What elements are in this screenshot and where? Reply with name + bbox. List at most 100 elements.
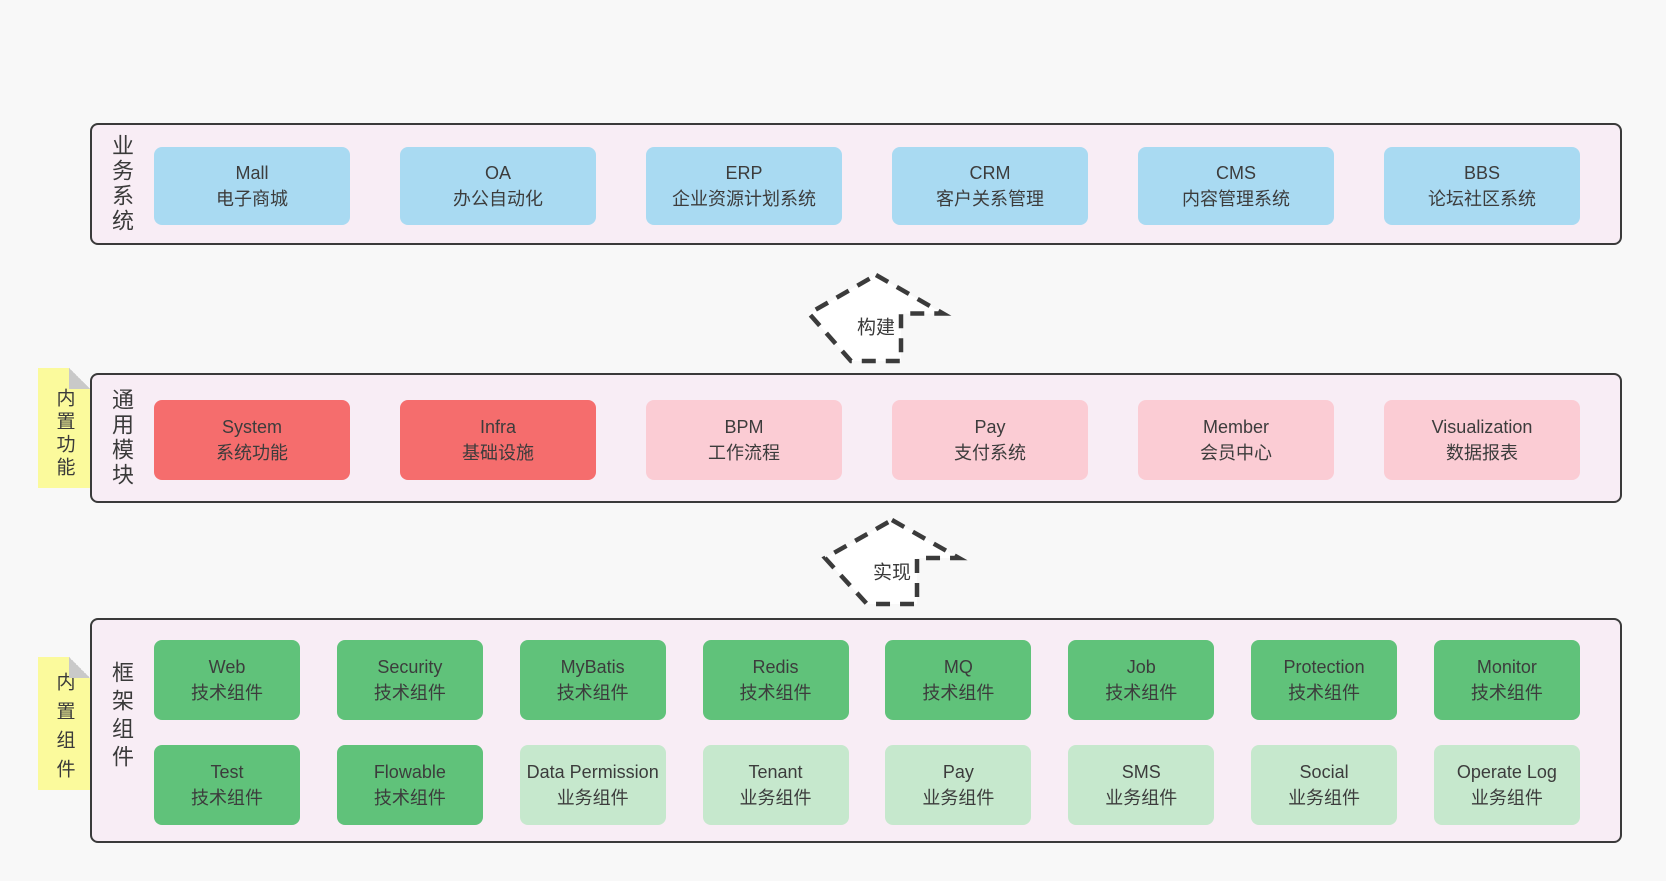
box-subtitle: 业务组件 — [1470, 788, 1543, 808]
box-pay-component: Pay 业务组件 — [885, 745, 1032, 825]
box-subtitle: 业务组件 — [556, 788, 629, 808]
box-subtitle: 技术组件 — [922, 683, 995, 703]
box-subtitle: 系统功能 — [216, 443, 288, 463]
note-fold-corner-icon — [69, 368, 90, 389]
note-fold-corner-icon — [69, 657, 90, 678]
box-title: Social — [1299, 762, 1349, 782]
box-subtitle: 电子商城 — [216, 189, 288, 209]
box-subtitle: 客户关系管理 — [936, 189, 1044, 209]
box-subtitle: 论坛社区系统 — [1428, 189, 1536, 209]
business-systems-label: 业务系统 — [109, 134, 134, 234]
box-title: Mall — [235, 163, 269, 183]
box-title: Monitor — [1476, 657, 1537, 677]
box-security: Security 技术组件 — [336, 640, 483, 720]
box-subtitle: 办公自动化 — [453, 189, 543, 209]
box-subtitle: 数据报表 — [1446, 443, 1518, 463]
box-tenant: Tenant 业务组件 — [702, 745, 849, 825]
box-infra: Infra 基础设施 — [400, 400, 596, 480]
box-subtitle: 技术组件 — [191, 788, 263, 808]
implement-arrow-label: 实现 — [869, 557, 915, 585]
common-modules-label: 通用模块 — [109, 388, 134, 488]
box-subtitle: 工作流程 — [708, 443, 780, 463]
box-job: Job 技术组件 — [1068, 640, 1215, 720]
build-arrow-label: 构建 — [853, 312, 899, 340]
box-title: Pay — [974, 417, 1006, 437]
box-crm: CRM 客户关系管理 — [892, 147, 1088, 225]
box-title: Test — [210, 762, 244, 782]
box-oa: OA 办公自动化 — [400, 147, 596, 225]
framework-components-row-2: Test 技术组件 Flowable 技术组件 Data Permission … — [154, 745, 1580, 825]
box-title: Redis — [752, 657, 799, 677]
box-bpm: BPM 工作流程 — [646, 400, 842, 480]
panel-label: 框架组件 — [92, 620, 150, 841]
implement-arrow: 实现 — [821, 517, 968, 607]
builtin-features-note-label: 内置功能 — [53, 388, 75, 480]
box-subtitle: 技术组件 — [373, 788, 446, 808]
framework-components-label: 框架组件 — [109, 660, 134, 773]
box-mall: Mall 电子商城 — [154, 147, 350, 225]
box-pay: Pay 支付系统 — [892, 400, 1088, 480]
box-title: MQ — [943, 657, 973, 677]
box-title: CMS — [1216, 163, 1256, 183]
box-visualization: Visualization 数据报表 — [1384, 400, 1580, 480]
box-title: CRM — [969, 163, 1011, 183]
box-subtitle: 技术组件 — [373, 683, 446, 703]
business-systems-row: Mall 电子商城 OA 办公自动化 ERP 企业资源计划系统 CRM 客户关系… — [154, 147, 1580, 225]
box-title: Operate Log — [1456, 762, 1557, 782]
box-system: System 系统功能 — [154, 400, 350, 480]
box-subtitle: 技术组件 — [1470, 683, 1543, 703]
builtin-components-note-label: 内置组件 — [53, 671, 75, 788]
box-test: Test 技术组件 — [154, 745, 300, 825]
box-redis: Redis 技术组件 — [702, 640, 849, 720]
builtin-features-note: 内置功能 — [38, 368, 90, 488]
box-title: Pay — [942, 762, 974, 782]
box-monitor: Monitor 技术组件 — [1433, 640, 1580, 720]
build-arrow: 构建 — [805, 272, 952, 364]
box-subtitle: 业务组件 — [922, 788, 995, 808]
box-title: Security — [377, 657, 443, 677]
box-social: Social 业务组件 — [1251, 745, 1398, 825]
box-title: Visualization — [1431, 417, 1533, 437]
box-data-permission: Data Permission 业务组件 — [519, 745, 666, 825]
box-subtitle: 企业资源计划系统 — [672, 189, 816, 209]
box-web: Web 技术组件 — [154, 640, 300, 720]
common-modules-panel: 通用模块 System 系统功能 Infra 基础设施 BPM 工作流程 Pay… — [90, 373, 1622, 503]
framework-components-panel: 框架组件 Web 技术组件 Security 技术组件 MyBatis 技术组件… — [90, 618, 1622, 843]
box-flowable: Flowable 技术组件 — [336, 745, 483, 825]
box-subtitle: 技术组件 — [739, 683, 812, 703]
box-title: Data Permission — [526, 762, 659, 782]
box-sms: SMS 业务组件 — [1068, 745, 1215, 825]
box-mybatis: MyBatis 技术组件 — [519, 640, 666, 720]
box-cms: CMS 内容管理系统 — [1138, 147, 1334, 225]
box-subtitle: 业务组件 — [1105, 788, 1178, 808]
box-title: Flowable — [373, 762, 446, 782]
box-member: Member 会员中心 — [1138, 400, 1334, 480]
box-title: SMS — [1121, 762, 1161, 782]
builtin-components-note: 内置组件 — [38, 657, 90, 790]
panel-label: 通用模块 — [92, 375, 150, 501]
box-title: BBS — [1463, 163, 1501, 183]
box-title: Tenant — [748, 762, 803, 782]
box-title: BPM — [724, 417, 764, 437]
box-title: OA — [484, 163, 511, 183]
box-title: Infra — [479, 417, 517, 437]
box-subtitle: 业务组件 — [739, 788, 812, 808]
box-subtitle: 会员中心 — [1200, 443, 1272, 463]
box-subtitle: 技术组件 — [1288, 683, 1361, 703]
box-title: ERP — [725, 163, 763, 183]
box-title: Protection — [1283, 657, 1365, 677]
box-title: Job — [1126, 657, 1156, 677]
box-bbs: BBS 论坛社区系统 — [1384, 147, 1580, 225]
box-subtitle: 技术组件 — [191, 683, 263, 703]
common-modules-row: System 系统功能 Infra 基础设施 BPM 工作流程 Pay 支付系统… — [154, 400, 1580, 480]
box-mq: MQ 技术组件 — [885, 640, 1032, 720]
box-title: MyBatis — [560, 657, 625, 677]
box-title: System — [221, 417, 282, 437]
box-subtitle: 技术组件 — [1105, 683, 1178, 703]
box-subtitle: 基础设施 — [462, 443, 534, 463]
box-subtitle: 支付系统 — [954, 443, 1026, 463]
framework-components-row-1: Web 技术组件 Security 技术组件 MyBatis 技术组件 Redi… — [154, 640, 1580, 720]
box-operate-log: Operate Log 业务组件 — [1433, 745, 1580, 825]
business-systems-panel: 业务系统 Mall 电子商城 OA 办公自动化 ERP 企业资源计划系统 CRM… — [90, 123, 1622, 245]
